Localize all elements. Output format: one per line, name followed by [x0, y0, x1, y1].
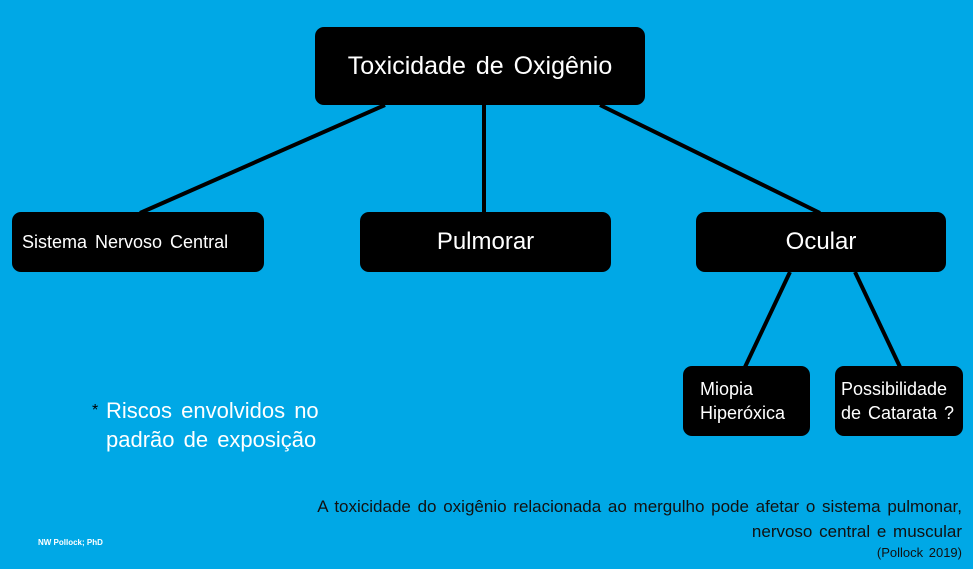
node-label-line2: de Catarata ?: [841, 403, 955, 423]
node-label: Ocular: [785, 228, 857, 255]
connector-ocular-catarata: [853, 271, 902, 368]
node-pulmorar: Pulmorar: [360, 212, 611, 272]
caption-citation: (Pollock 2019): [876, 545, 962, 560]
node-label-line2: Hiperóxica: [700, 403, 786, 423]
caption-line1: A toxicidade do oxigênio relacionada ao …: [317, 497, 962, 516]
note-line2: padrão de exposição: [106, 427, 317, 452]
root-label: Toxicidade de Oxigênio: [347, 51, 613, 80]
caption-line2: nervoso central e muscular: [751, 522, 962, 541]
note-line1: Riscos envolvidos no: [106, 398, 319, 423]
node-possibilidade-catarata: Possibilidade de Catarata ?: [835, 366, 963, 436]
node-label-line1: Miopia: [700, 379, 754, 399]
connector-root-snc: [139, 103, 386, 215]
node-ocular: Ocular: [696, 212, 946, 272]
node-sistema-nervoso-central: Sistema Nervoso Central: [12, 212, 264, 272]
node-label-line1: Possibilidade: [841, 379, 948, 399]
root-node: Toxicidade de Oxigênio: [315, 27, 645, 105]
node-label: Pulmorar: [436, 228, 535, 255]
caption: A toxicidade do oxigênio relacionada ao …: [317, 494, 962, 562]
credit: NW Pollock; PhD: [38, 538, 103, 547]
node-label: Sistema Nervoso Central: [22, 231, 229, 252]
connector-ocular-miopia: [743, 271, 792, 368]
note: * Riscos envolvidos no padrão de exposiç…: [92, 396, 319, 454]
connector-root-ocular: [599, 103, 821, 215]
note-bullet: *: [92, 402, 99, 419]
